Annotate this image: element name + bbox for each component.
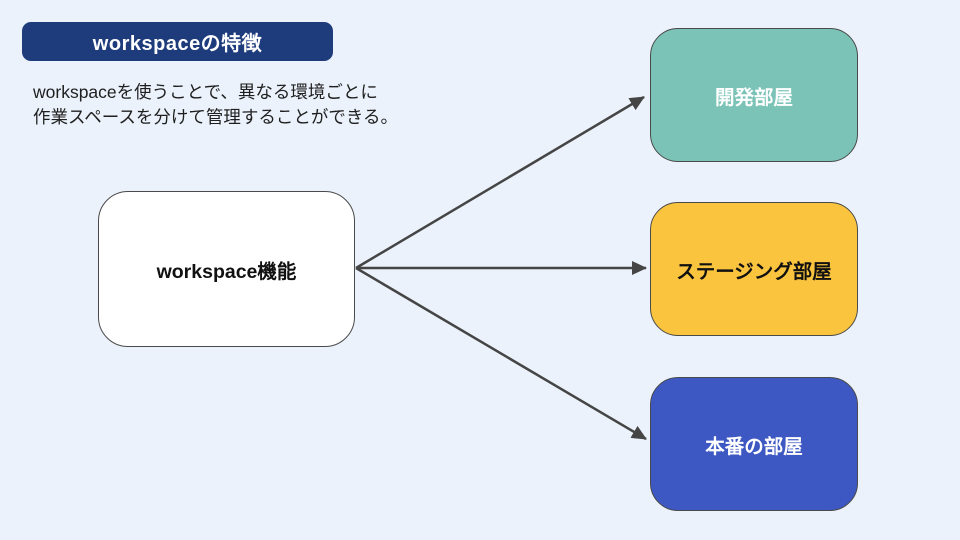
node-dev-room: 開発部屋 [650, 28, 858, 162]
node-dev-room-label: 開発部屋 [714, 86, 793, 109]
description-line-2: 作業スペースを分けて管理することができる。 [33, 107, 399, 127]
page-title: workspaceの特徴 [92, 33, 263, 55]
arrow-to-dev-room [355, 95, 645, 270]
node-production-room: 本番の部屋 [650, 377, 858, 511]
node-staging-room-label: ステージング部屋 [676, 260, 832, 283]
node-workspace-feature: workspace機能 [98, 191, 355, 347]
title-badge: workspaceの特徴 [22, 22, 333, 61]
description-text: workspaceを使うことで、異なる環境ごとに 作業スペースを分けて管理するこ… [33, 80, 398, 130]
node-workspace-feature-label: workspace機能 [156, 260, 297, 283]
node-staging-room: ステージング部屋 [650, 202, 858, 336]
description-line-1: workspaceを使うことで、異なる環境ごとに [33, 82, 378, 102]
arrow-to-production-room [355, 266, 647, 441]
node-production-room-label: 本番の部屋 [705, 435, 803, 458]
